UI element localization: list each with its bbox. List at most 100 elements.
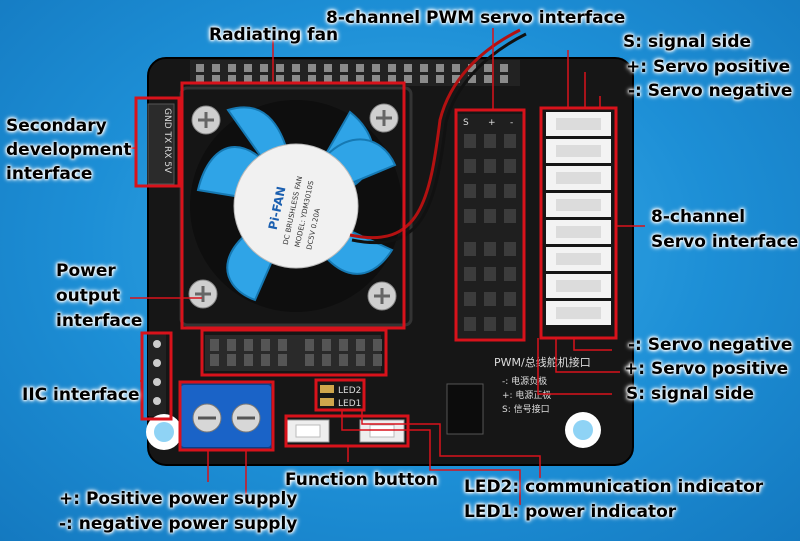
power-pin (210, 354, 219, 366)
power-pin (322, 339, 331, 351)
gpio-pin (452, 64, 460, 72)
gpio-pin (260, 64, 268, 72)
pwm-pin (484, 209, 496, 223)
gpio-pin (260, 75, 268, 83)
s-signal-bottom-label: S: signal side (626, 384, 755, 404)
pwm-pin (464, 134, 476, 148)
pwm-pin (504, 184, 516, 198)
power-pin (339, 354, 348, 366)
iic-header (148, 334, 166, 416)
gpio-pin (196, 64, 204, 72)
pwm-pins (464, 134, 516, 331)
pwm-pin (484, 242, 496, 256)
gpio-pin (500, 75, 508, 83)
power-pin (227, 354, 236, 366)
pwm-pin (464, 242, 476, 256)
power-output-line-2: output (56, 286, 121, 306)
gpio-pin (372, 75, 380, 83)
power-pin (227, 339, 236, 351)
gpio-pin (196, 75, 204, 83)
gpio-pin (244, 64, 252, 72)
pwm-interface-label: 8-channel PWM servo interface (326, 8, 626, 28)
iic-interface-label: IIC interface (22, 385, 140, 405)
power-pins (210, 339, 382, 366)
power-pin (261, 354, 270, 366)
pwm-pin (504, 134, 516, 148)
plus-servo-top-label: +: Servo positive (626, 57, 791, 77)
led2-silkscreen: LED2 (338, 386, 361, 396)
function-buttons (286, 419, 405, 443)
gpio-pin (276, 75, 284, 83)
servo-connector-slot (556, 172, 601, 184)
power-pin (373, 339, 382, 351)
gpio-pin (356, 75, 364, 83)
pcb-title-silkscreen: PWM/总线舵机接口 (494, 355, 591, 369)
gpio-pin (388, 75, 396, 83)
power-terminal-block (179, 383, 273, 449)
pwm-pin (464, 317, 476, 331)
pwm-pin (484, 267, 496, 281)
gpio-pin (436, 75, 444, 83)
gpio-pin (404, 75, 412, 83)
servo-interface-line-2: Servo interface (651, 232, 799, 252)
secondary-dev-line-3: interface (6, 164, 93, 184)
gpio-pin (484, 75, 492, 83)
annotation-boxes (134, 81, 618, 452)
servo-interface-label: 8-channel Servo interface (651, 208, 798, 252)
servo-connector-slot (556, 226, 601, 238)
function-button-label: Function button (285, 470, 439, 490)
leader-lines (126, 28, 645, 505)
power-pin (210, 339, 219, 351)
gpio-pin (500, 64, 508, 72)
pwm-pin (504, 159, 516, 173)
servo-connector-slot (556, 145, 601, 157)
pwm-pin (504, 209, 516, 223)
secondary-dev-label: Secondary development interface (6, 117, 131, 184)
power-pin (244, 354, 253, 366)
gpio-pin (292, 75, 300, 83)
power-pin (339, 339, 348, 351)
legend-minus-silkscreen: -: 电源负极 (502, 375, 547, 387)
servo-connector-slot (556, 280, 601, 292)
gpio-pin (388, 64, 396, 72)
pwm-pin (504, 242, 516, 256)
chip (446, 383, 484, 435)
gpio-pin (212, 75, 220, 83)
power-pin (278, 339, 287, 351)
secondary-pins-silkscreen: GND TX RX 5V (162, 108, 172, 174)
positive-power-label: +: Positive power supply (59, 489, 298, 509)
gpio-pin (212, 64, 220, 72)
power-pin (373, 354, 382, 366)
gpio-pin (404, 64, 412, 72)
power-output-line-3: interface (56, 311, 143, 331)
gpio-pin (484, 64, 492, 72)
gpio-pin (308, 64, 316, 72)
col-minus-silkscreen: - (510, 118, 513, 128)
power-pin (322, 354, 331, 366)
gpio-pins (196, 64, 508, 83)
power-pin (278, 354, 287, 366)
gpio-pin (420, 64, 428, 72)
radiating-fan-image (179, 86, 413, 327)
pwm-pin (484, 159, 496, 173)
pwm-pin (464, 159, 476, 173)
gpio-pin (420, 75, 428, 83)
gpio-pin (308, 75, 316, 83)
pwm-pin (464, 292, 476, 306)
gpio-pin (228, 64, 236, 72)
col-plus-silkscreen: + (488, 118, 496, 128)
power-pin (261, 339, 270, 351)
gpio-pin (356, 64, 364, 72)
pwm-pin (504, 292, 516, 306)
pwm-pin (464, 267, 476, 281)
radiating-fan-label: Radiating fan (209, 25, 339, 45)
servo-connector-slot (556, 307, 601, 319)
pwm-pin (504, 267, 516, 281)
gpio-pin (452, 75, 460, 83)
gpio-pin (468, 75, 476, 83)
power-pin (244, 339, 253, 351)
led1-silkscreen: LED1 (338, 399, 361, 409)
servo-interface-line-1: 8-channel (651, 207, 746, 227)
secondary-dev-line-2: development (6, 140, 132, 160)
